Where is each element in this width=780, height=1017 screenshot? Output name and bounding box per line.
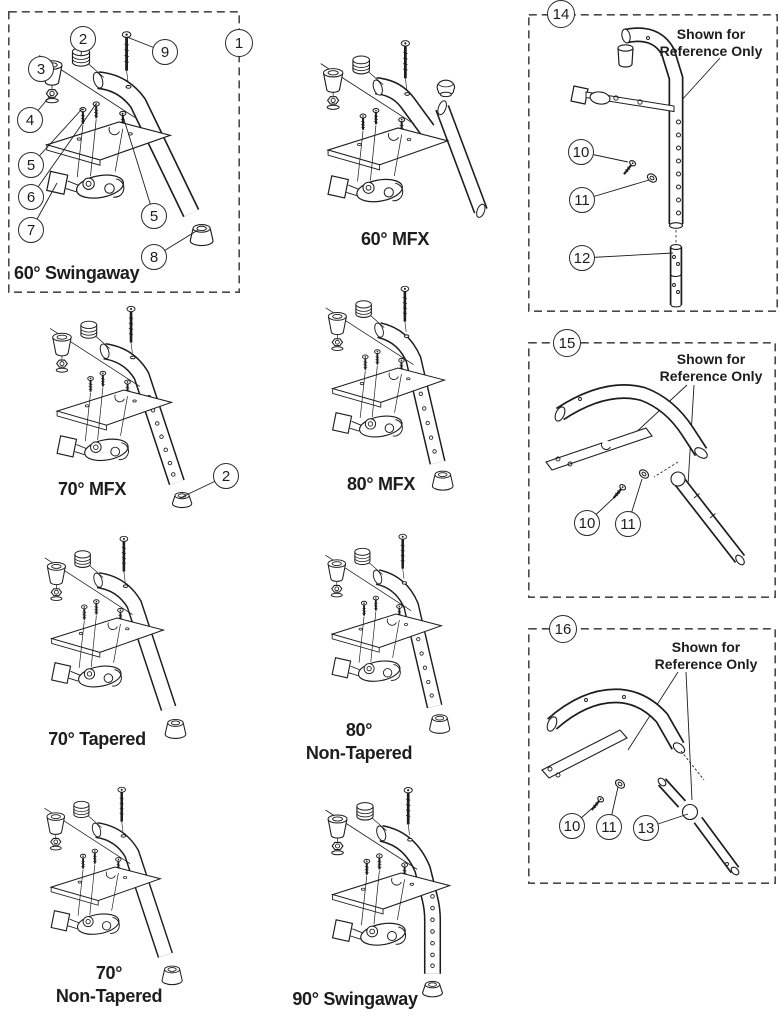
figure-60-swingaway (8, 11, 240, 293)
figure-ref-14 (528, 14, 778, 312)
label-60-swingaway: 60° Swingaway (14, 263, 140, 283)
figure-80-nontapered (300, 530, 495, 735)
ref-note-14-line2: Reference Only (659, 42, 763, 59)
callout-11c: 11 (596, 814, 622, 840)
callout-frame-1: 1 (225, 29, 253, 57)
callout-13: 13 (633, 815, 659, 841)
callout-frame-14: 14 (547, 0, 575, 28)
label-70-mfx: 70° MFX (57, 479, 127, 499)
callout-8: 8 (141, 244, 167, 270)
ref-note-15-line1: Shown for (676, 351, 746, 367)
figure-ref-14-drawing (528, 14, 778, 312)
figure-60-mfx-drawing (320, 40, 488, 218)
callout-12: 12 (569, 245, 595, 271)
ref-note-15-line2: Reference Only (659, 367, 763, 384)
figure-70-mfx-drawing (49, 305, 227, 509)
callout-3: 3 (28, 56, 54, 82)
callout-6: 6 (18, 184, 44, 210)
callout-5: 5 (18, 152, 44, 178)
ref-note-14-line1: Shown for (676, 26, 746, 42)
label-80-nontapered-line1: 80° (345, 720, 373, 740)
figure-70-mfx (30, 300, 240, 515)
callout-11b: 11 (615, 511, 641, 537)
callout-frame-15: 15 (553, 329, 581, 357)
callout-9: 9 (152, 39, 178, 65)
callout-frame-16: 16 (549, 615, 577, 643)
callout-11: 11 (569, 187, 595, 213)
ref-note-16: Shown for Reference Only (647, 639, 765, 672)
label-70-nontapered-line1: 70° (95, 963, 123, 983)
ref-note-15: Shown for Reference Only (652, 351, 770, 384)
label-80-nontapered-line2: Non-Tapered (305, 743, 413, 763)
figure-60-swingaway-drawing (8, 11, 240, 293)
ref-note-14: Shown for Reference Only (652, 26, 770, 59)
figure-80-mfx-drawing (325, 285, 454, 491)
figure-90-swingaway-drawing (325, 787, 452, 998)
callout-5b: 5 (141, 203, 167, 229)
figure-70-tapered (25, 532, 230, 739)
figure-70-tapered-drawing (44, 535, 187, 739)
figure-ref-16-drawing (528, 628, 776, 884)
callout-10c: 10 (559, 813, 585, 839)
callout-2: 2 (70, 26, 96, 52)
label-70-tapered: 70° Tapered (48, 729, 146, 749)
callout-4: 4 (17, 107, 43, 133)
label-70-nontapered: 70° Non-Tapered (44, 962, 174, 1008)
callout-2b: 2 (213, 463, 239, 489)
figure-70-nontapered-drawing (44, 786, 183, 986)
label-70-nontapered-line2: Non-Tapered (55, 986, 163, 1006)
figure-90-swingaway (295, 783, 500, 1003)
callout-10: 10 (568, 139, 594, 165)
label-80-mfx: 80° MFX (346, 474, 416, 494)
figure-ref-15-drawing (528, 342, 776, 598)
ref-note-16-line2: Reference Only (654, 655, 758, 672)
callout-7: 7 (18, 217, 44, 243)
callout-10b: 10 (574, 510, 600, 536)
label-60-mfx: 60° MFX (360, 229, 430, 249)
figure-70-nontapered (25, 783, 230, 986)
figure-80-mfx (302, 282, 497, 491)
figure-80-nontapered-drawing (325, 533, 451, 734)
label-80-nontapered: 80° Non-Tapered (294, 719, 424, 765)
figure-60-mfx (300, 34, 492, 226)
figure-ref-16 (528, 628, 776, 884)
figure-ref-15 (528, 342, 776, 598)
ref-note-16-line1: Shown for (671, 639, 741, 655)
label-90-swingaway: 90° Swingaway (292, 989, 418, 1009)
